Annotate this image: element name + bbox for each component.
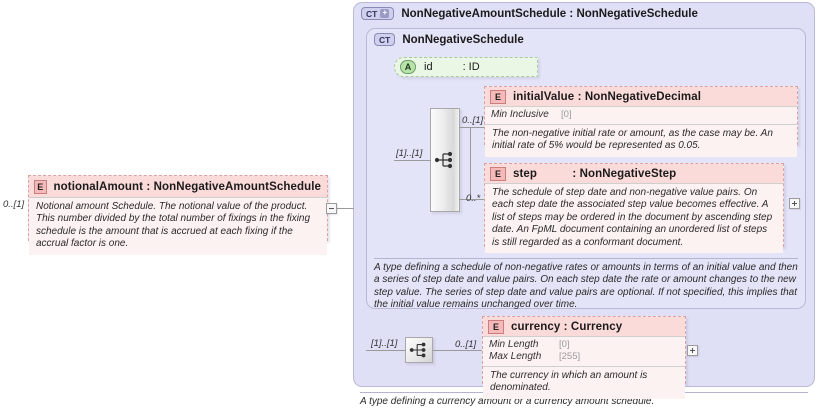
- badge-ct-text: CT: [366, 8, 378, 19]
- connector-line: [459, 199, 471, 200]
- badge-plus-icon: +: [380, 9, 390, 18]
- element-description: Notional amount Schedule. The notional v…: [29, 198, 327, 255]
- facet-name: Max Length: [489, 351, 542, 362]
- element-facets: Min Inclusive [0]: [485, 107, 797, 125]
- sequence-icon: [409, 342, 426, 358]
- element-badge-icon: E: [490, 89, 506, 104]
- minus-icon: [329, 208, 334, 209]
- element-title: notionalAmount : NonNegativeAmountSchedu…: [53, 180, 321, 193]
- facet-value: [255]: [559, 351, 581, 362]
- facet-row: Min Inclusive [0]: [491, 109, 791, 121]
- element-title: initialValue : NonNegativeDecimal: [513, 90, 702, 103]
- cardinality-sequence-upper: [1]..[1]: [396, 148, 423, 159]
- element-description: The schedule of step date and non-negati…: [485, 184, 783, 254]
- complex-type-badge-icon: CT: [374, 33, 396, 46]
- inner-type-label: CT NonNegativeSchedule: [367, 29, 805, 46]
- inner-type-title: NonNegativeSchedule: [402, 33, 524, 46]
- attribute-type: : ID: [462, 61, 480, 73]
- element-facets: Min Length [0] Max Length [255]: [483, 337, 685, 367]
- inner-type-description: A type defining a schedule of non-negati…: [374, 258, 798, 312]
- connector-line: [433, 350, 482, 351]
- complex-type-badge-icon: CT+: [361, 7, 395, 20]
- attribute-badge-icon: A: [400, 60, 416, 74]
- facet-row: Max Length [255]: [489, 351, 679, 363]
- outer-type-label: CT+ NonNegativeAmountSchedule : NonNegat…: [354, 3, 814, 20]
- attribute-id[interactable]: A id : ID: [394, 57, 538, 77]
- collapse-toggle-notional[interactable]: [326, 203, 337, 214]
- badge-ct-text: CT: [379, 34, 391, 45]
- element-notionalAmount[interactable]: E notionalAmount : NonNegativeAmountSche…: [28, 175, 328, 255]
- facet-name: Min Length: [489, 339, 539, 350]
- element-header: E currency : Currency: [483, 317, 685, 337]
- element-badge-icon: E: [34, 179, 47, 194]
- element-currency[interactable]: E currency : Currency Min Length [0] Max…: [482, 316, 686, 399]
- connector-line: [459, 127, 471, 128]
- expand-toggle-currency[interactable]: [687, 345, 698, 356]
- connector-line: [336, 208, 354, 209]
- cardinality-initialValue: 0..[1]: [462, 115, 484, 126]
- facet-name: Min Inclusive: [491, 109, 549, 120]
- sequence-icon: [434, 151, 453, 169]
- element-step[interactable]: E step : NonNegativeStep The schedule of…: [484, 163, 784, 254]
- plus-icon-v: [794, 201, 795, 206]
- element-title: step : NonNegativeStep: [513, 167, 677, 180]
- outer-type-title: NonNegativeAmountSchedule : NonNegativeS…: [401, 7, 698, 20]
- cardinality-sequence-lower: [1]..[1]: [371, 338, 398, 349]
- element-header: E notionalAmount : NonNegativeAmountSche…: [29, 176, 327, 198]
- element-badge-icon: E: [488, 319, 504, 334]
- connector-line: [470, 127, 484, 128]
- plus-icon-v: [692, 348, 693, 353]
- expand-toggle-step[interactable]: [789, 198, 800, 209]
- element-header: E step : NonNegativeStep: [485, 164, 783, 184]
- facet-value: [0]: [561, 109, 572, 120]
- facet-row: Min Length [0]: [489, 339, 679, 351]
- sequence-compositor-upper[interactable]: [430, 108, 460, 212]
- facet-value: [0]: [559, 339, 570, 350]
- element-badge-icon: E: [490, 166, 506, 181]
- attribute-name: id: [424, 61, 433, 73]
- sequence-compositor-lower[interactable]: [405, 337, 433, 363]
- element-description: The non-negative initial rate or amount,…: [485, 125, 797, 157]
- cardinality-currency: 0..[1]: [455, 339, 477, 350]
- connector-line: [366, 350, 406, 351]
- element-description: The currency in which an amount is denom…: [483, 367, 685, 399]
- element-initialValue[interactable]: E initialValue : NonNegativeDecimal Min …: [484, 86, 798, 157]
- element-title: currency : Currency: [511, 320, 623, 333]
- connector-line: [470, 127, 471, 199]
- element-header: E initialValue : NonNegativeDecimal: [485, 87, 797, 107]
- cardinality-step: 0..*: [466, 193, 481, 204]
- connector-line: [470, 199, 484, 200]
- cardinality-notionalAmount: 0..[1]: [3, 199, 25, 210]
- connector-line: [394, 160, 431, 161]
